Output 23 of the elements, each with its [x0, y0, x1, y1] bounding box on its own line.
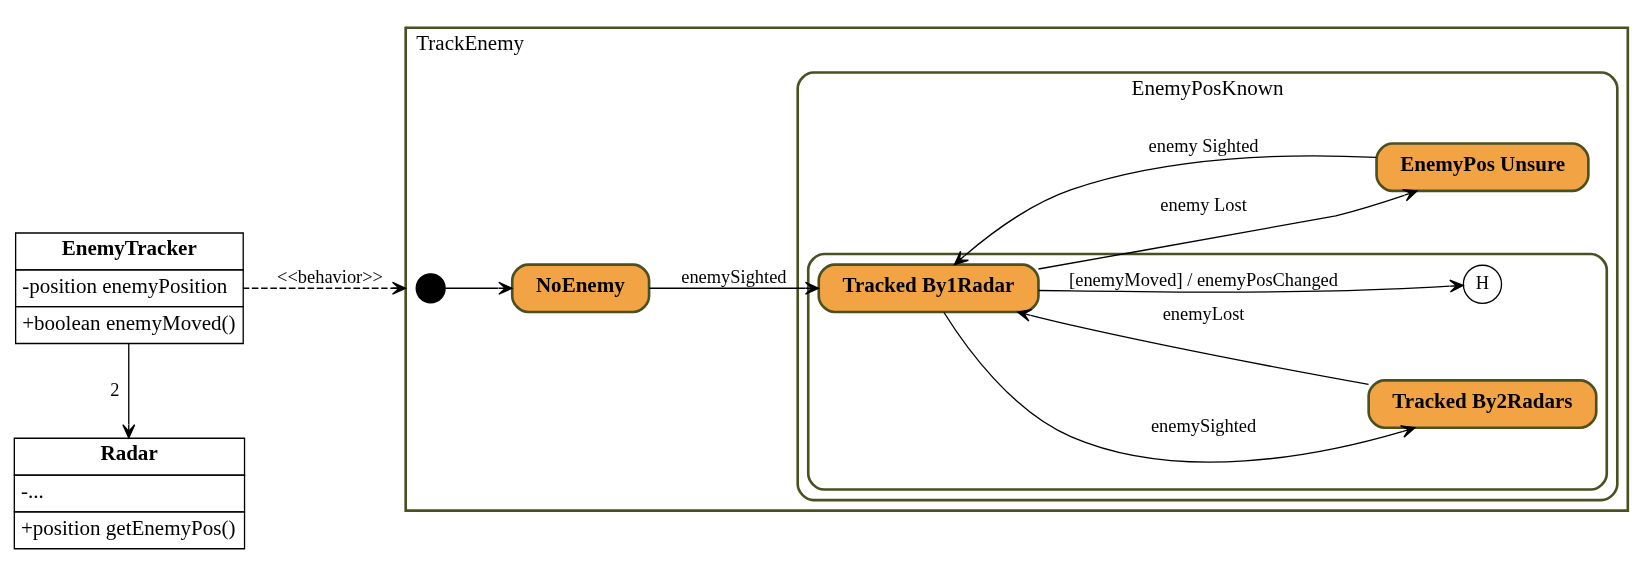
node-circle — [415, 273, 446, 304]
arrow — [1038, 279, 1464, 294]
node-box: EnemyPos Unsure — [1375, 142, 1590, 193]
arrow — [122, 343, 136, 439]
node-box: Tracked By1Radar — [817, 263, 1040, 314]
node-box: NoEnemy — [510, 263, 651, 314]
node-box: Tracked By2Radars — [1367, 379, 1598, 430]
arrow — [1037, 188, 1418, 270]
edge-label: enemy Sighted — [1148, 135, 1259, 156]
edge-label: enemySighted — [681, 267, 787, 288]
edge-label: enemyLost — [1162, 304, 1245, 325]
edge-label: 2 — [110, 379, 120, 400]
node-circle: H — [1462, 264, 1503, 305]
edge-label: enemySighted — [1150, 415, 1257, 436]
edge-label: <<behavior>> — [277, 267, 383, 288]
arrow — [1016, 308, 1370, 386]
edge-label: [enemyMoved] / enemyPosChanged — [1069, 269, 1338, 290]
arrow — [648, 281, 820, 295]
arrow — [953, 155, 1377, 266]
arrow — [444, 281, 513, 295]
arrow — [943, 311, 1416, 463]
edge-label: enemy Lost — [1160, 194, 1247, 215]
arrow — [242, 281, 407, 295]
